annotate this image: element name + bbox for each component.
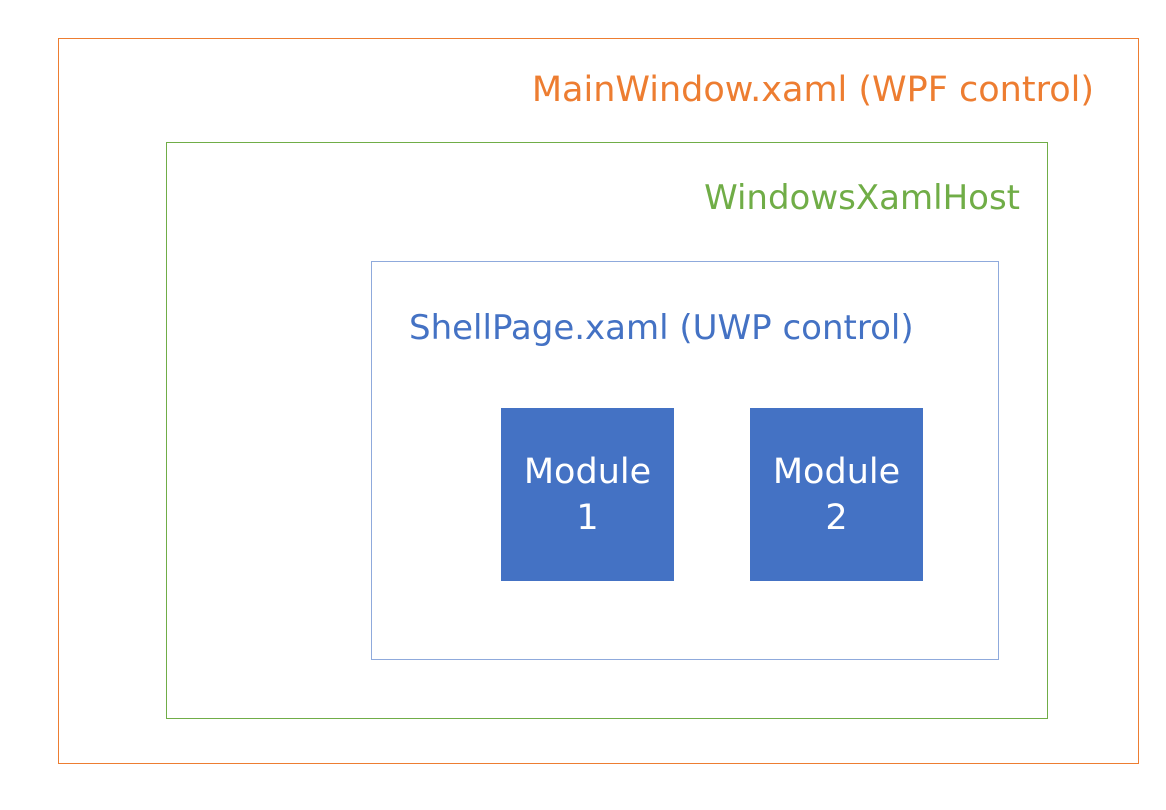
- module-1-box: Module 1: [501, 408, 674, 581]
- module-2-label: Module: [772, 451, 901, 492]
- shell-page-label: ShellPage.xaml (UWP control): [409, 308, 914, 348]
- module-1-number: 1: [576, 497, 599, 538]
- windows-xaml-host-box: [166, 142, 1048, 719]
- main-window-box: [58, 38, 1139, 764]
- module-1-label: Module: [523, 451, 652, 492]
- module-2-number: 2: [825, 497, 848, 538]
- shell-page-box: [371, 261, 999, 660]
- windows-xaml-host-label: WindowsXamlHost: [704, 178, 1020, 218]
- main-window-label: MainWindow.xaml (WPF control): [531, 70, 1094, 110]
- module-2-box: Module 2: [750, 408, 923, 581]
